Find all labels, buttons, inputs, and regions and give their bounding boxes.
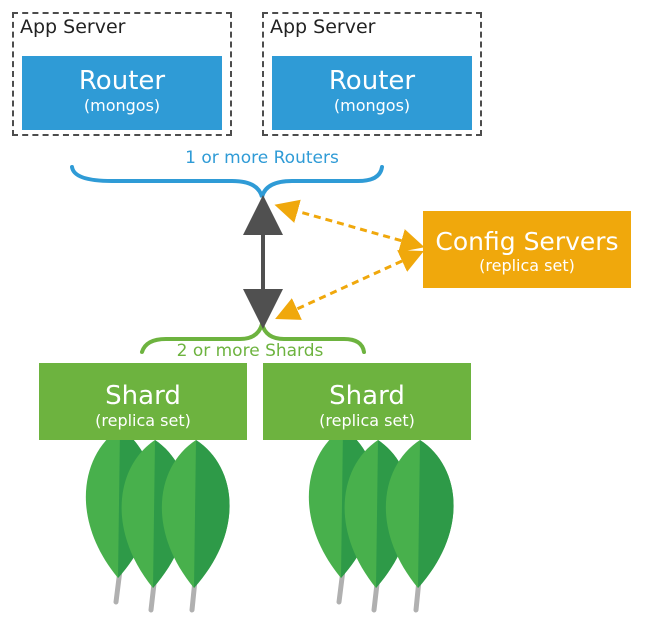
config-shard-connector <box>275 250 424 320</box>
app-server-box: App Server Router (mongos) <box>12 12 232 136</box>
leaf-icon <box>161 440 230 613</box>
shard-box: Shard (replica set) <box>39 363 247 440</box>
router-box: Router (mongos) <box>272 56 472 130</box>
app-server-box: App Server Router (mongos) <box>262 12 482 136</box>
router-title: Router <box>328 66 416 96</box>
router-subtitle: (mongos) <box>333 96 411 115</box>
shard-subtitle: (replica set) <box>95 411 191 430</box>
config-router-connector <box>274 199 425 253</box>
config-subtitle: (replica set) <box>479 256 575 275</box>
leaf-icon <box>385 440 454 613</box>
routers-brace <box>70 165 384 198</box>
router-box: Router (mongos) <box>22 56 222 130</box>
shard-subtitle: (replica set) <box>319 411 415 430</box>
app-server-label: App Server <box>270 16 376 38</box>
shard-title: Shard <box>105 381 181 411</box>
shard-box: Shard (replica set) <box>263 363 471 440</box>
shard-title: Shard <box>329 381 405 411</box>
shards-note: 2 or more Shards <box>176 341 324 361</box>
app-server-label: App Server <box>20 16 126 38</box>
router-title: Router <box>78 66 166 96</box>
routers-note: 1 or more Routers <box>185 148 339 168</box>
router-subtitle: (mongos) <box>83 96 161 115</box>
config-servers-box: Config Servers (replica set) <box>423 211 631 288</box>
config-title: Config Servers <box>435 227 619 256</box>
